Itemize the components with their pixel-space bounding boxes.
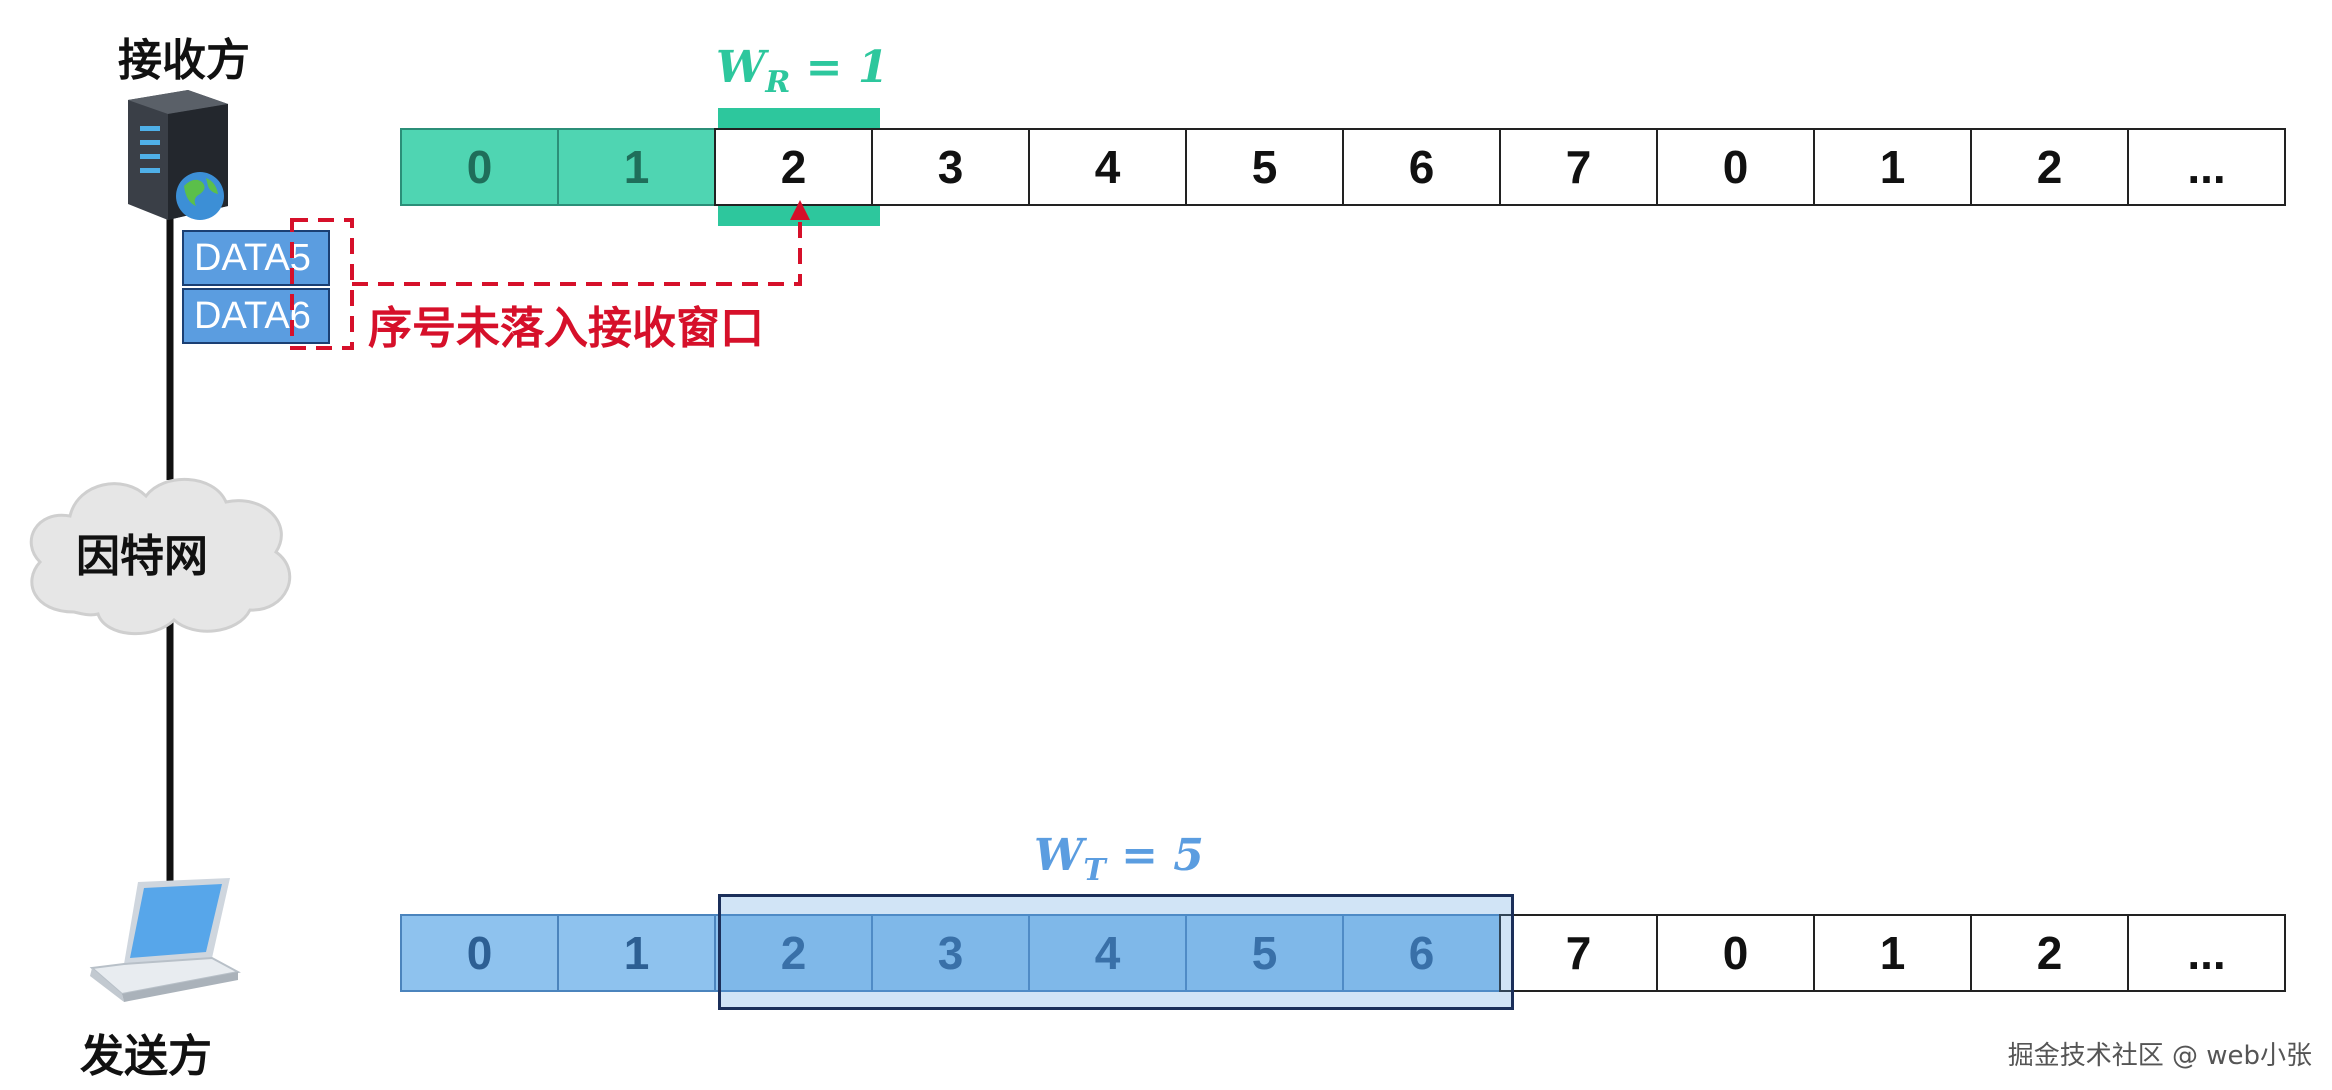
tx-cell-1: 1 [557,914,716,992]
sender-label: 发送方 [80,1031,212,1082]
tx-cell-0: 0 [400,914,559,992]
frame-data6: DATA6 [182,288,330,344]
tx-cell-3: 3 [871,914,1030,992]
rx-cell-8: 0 [1656,128,1815,206]
cloud-icon [29,477,292,636]
rx-cell-9: 1 [1813,128,1972,206]
annotation-text: 序号未落入接收窗口 [368,303,764,354]
rx-cell-7: 7 [1499,128,1658,206]
rx-cell-3: 3 [871,128,1030,206]
watermark: 掘金技术社区 @ web小张 [2007,1041,2312,1071]
receive-window-top-band [718,108,880,130]
rx-cell-1: 1 [557,128,716,206]
rx-cell-5: 5 [1185,128,1344,206]
send-window [718,894,1514,1010]
receive-window-label: WR = 1 [716,42,889,100]
laptop-icon [89,878,241,1002]
rx-cell-2: 2 [714,128,873,206]
tx-cell-9: 1 [1813,914,1972,992]
tx-cell-6: 6 [1342,914,1501,992]
tx-cell-11: ... [2127,914,2286,992]
rx-cell-4: 4 [1028,128,1187,206]
server-icon [128,90,228,220]
tx-cell-8: 0 [1656,914,1815,992]
internet-label: 因特网 [76,531,208,582]
tx-cell-2: 2 [714,914,873,992]
tx-cell-4: 4 [1028,914,1187,992]
rx-cell-10: 2 [1970,128,2129,206]
receiver-label: 接收方 [118,35,250,86]
rx-cell-11: ... [2127,128,2286,206]
tx-cell-7: 7 [1499,914,1658,992]
send-window-label: WT = 5 [1034,830,1204,888]
rx-cell-0: 0 [400,128,559,206]
rx-cell-6: 6 [1342,128,1501,206]
